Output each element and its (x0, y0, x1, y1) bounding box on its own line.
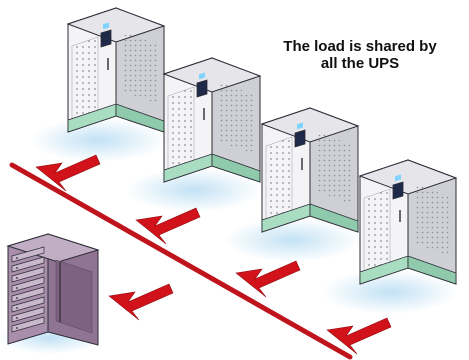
ups-cabinet-1 (29, 7, 167, 163)
load-sharing-caption: The load is shared by all the UPS (255, 38, 465, 72)
power-bus-line (9, 162, 353, 360)
caption-line-2: all the UPS (320, 55, 400, 72)
bus-to-load-arrow (108, 283, 174, 321)
caption-line-1: The load is shared by (283, 38, 437, 55)
server-rack-icon (0, 233, 102, 354)
ups-3-to-bus-arrow (235, 260, 301, 298)
